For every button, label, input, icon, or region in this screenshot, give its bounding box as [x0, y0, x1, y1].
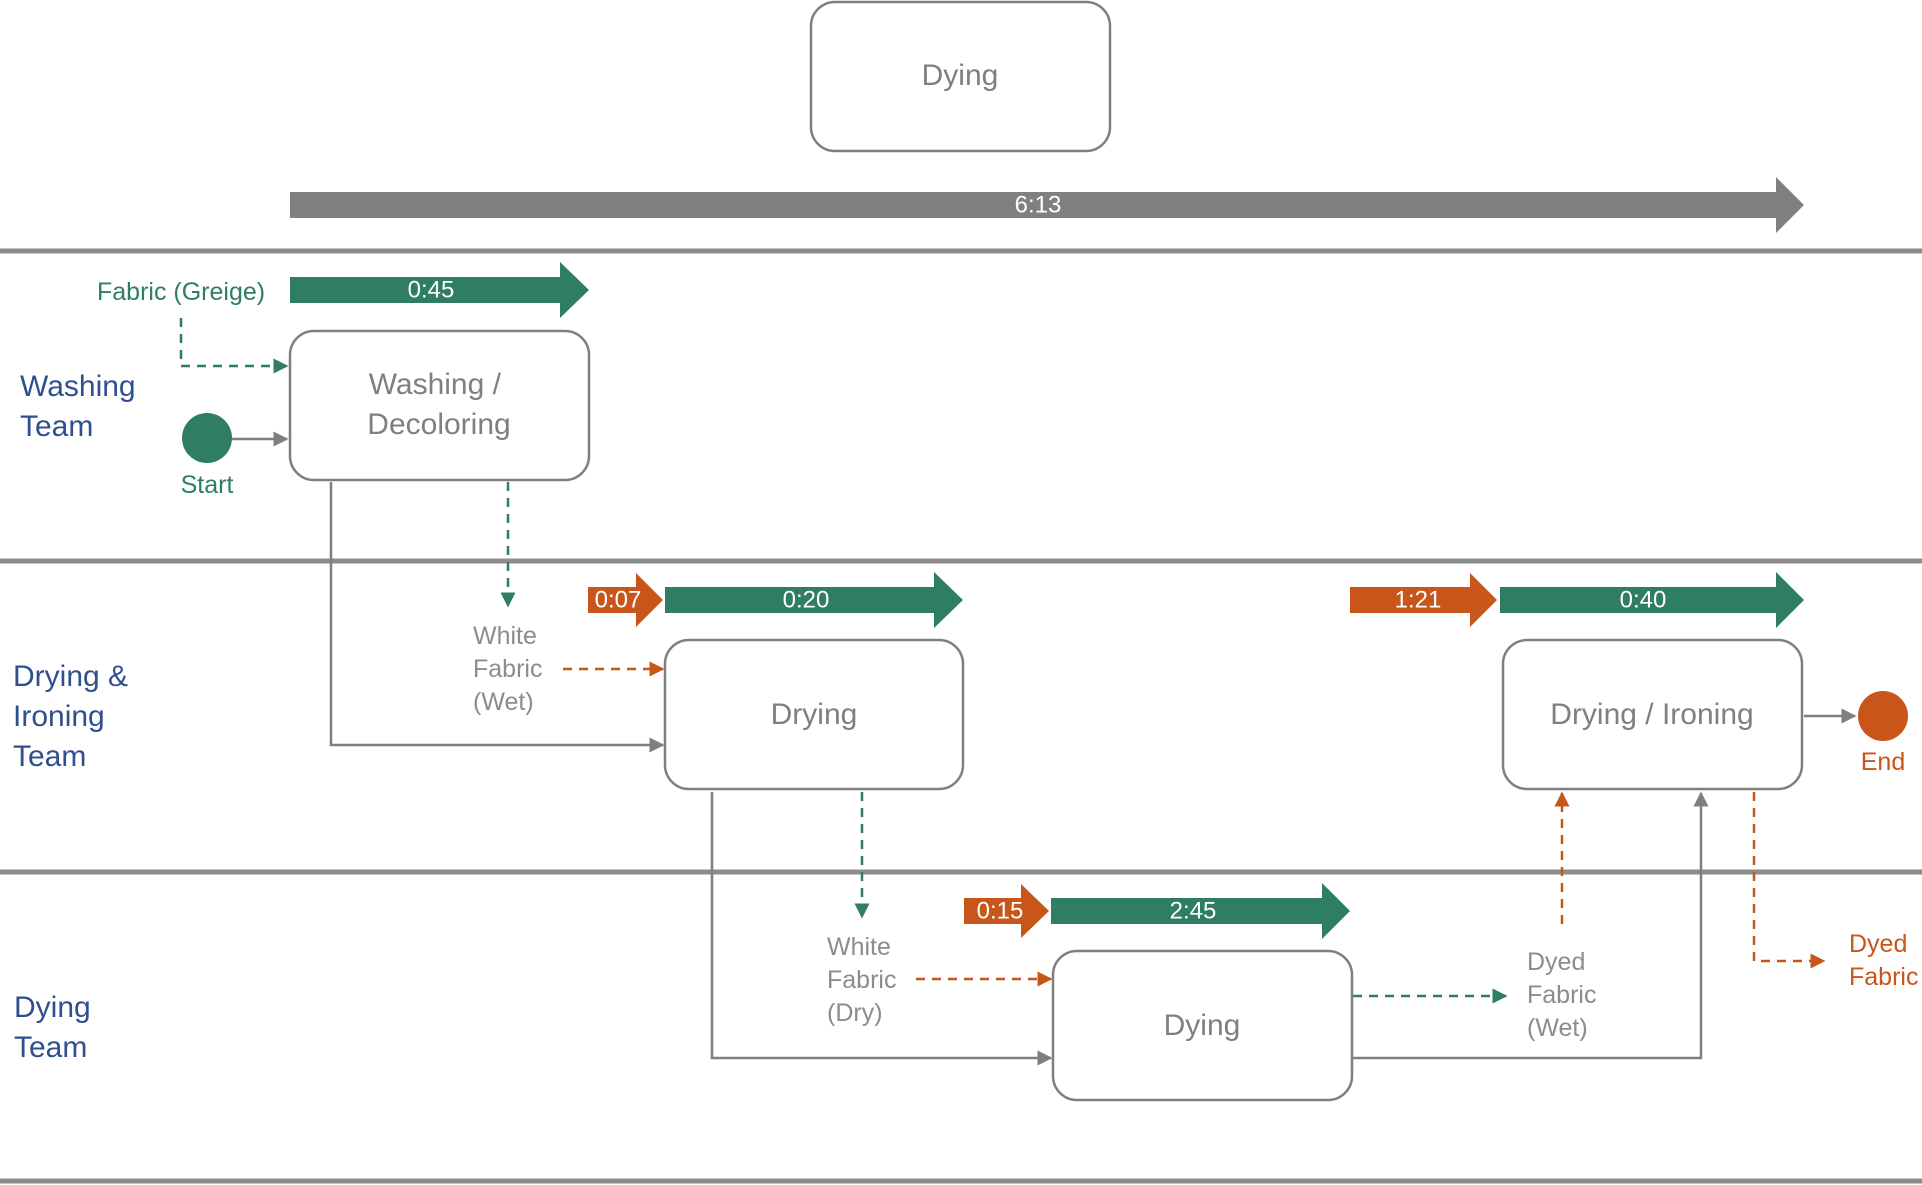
lane-label-drying-ironing-team: Drying & Ironing Team [13, 660, 136, 773]
object-white-fabric-wet: White Fabric (Wet) [473, 622, 549, 716]
flow-dying-to-drying-ironing [1353, 791, 1709, 1060]
object-white-fabric-dry: White Fabric (Dry) [827, 933, 903, 1027]
object-fabric-greige: Fabric (Greige) [97, 278, 265, 306]
activity-dying-label: Dying [1164, 1009, 1241, 1042]
activity-washing-decoloring [288, 329, 591, 482]
activity-drying-ironing [1501, 638, 1804, 791]
drying-wait-time-label: 0:07 [595, 586, 642, 613]
start-event-label: Start [181, 471, 234, 499]
activity-drying [663, 638, 965, 791]
drying-process-time-arrow [665, 572, 963, 628]
dying-wait-time-label: 0:15 [977, 897, 1024, 924]
end-event-label: End [1861, 748, 1905, 776]
drying-ironing-process-time-arrow [1500, 572, 1804, 628]
drying-ironing-wait-time-label: 1:21 [1395, 586, 1442, 613]
start-event [182, 413, 232, 463]
dying-process-time-label: 2:45 [1170, 897, 1217, 924]
end-event [1858, 691, 1908, 741]
total-time-label: 6:13 [1015, 191, 1062, 218]
activity-drying-ironing-label: Drying / Ironing [1550, 698, 1753, 731]
drying-ironing-wait-time-arrow [1350, 573, 1497, 627]
activity-dying [1051, 949, 1354, 1102]
total-time-arrow [290, 177, 1804, 233]
object-dyed-fabric-wet: Dyed Fabric (Wet) [1527, 948, 1603, 1042]
flow-drying-ironing-to-dyed-fabric [1752, 792, 1826, 969]
dying-wait-time-arrow [964, 884, 1049, 938]
lane-label-dying-team: Dying Team [14, 991, 99, 1064]
flow-drying-to-dying [710, 792, 1053, 1066]
drying-ironing-process-time-label: 0:40 [1620, 586, 1667, 613]
object-dyed-fabric: Dyed Fabric [1849, 930, 1918, 991]
lane-label-washing-team: Washing Team [20, 370, 144, 443]
flow-washing-to-drying [329, 482, 665, 753]
header-title-box [809, 0, 1112, 153]
washing-process-time-arrow [290, 262, 589, 318]
flow-fabric-greige-to-washing [179, 318, 289, 374]
activity-drying-label: Drying [771, 698, 858, 731]
drying-process-time-label: 0:20 [783, 586, 830, 613]
drying-wait-time-arrow [588, 573, 663, 627]
activity-washing-decoloring-label: Washing / Decoloring [367, 368, 510, 441]
header-title: Dying [922, 59, 999, 92]
dying-process-time-arrow [1051, 883, 1350, 939]
washing-process-time-label: 0:45 [408, 276, 455, 303]
